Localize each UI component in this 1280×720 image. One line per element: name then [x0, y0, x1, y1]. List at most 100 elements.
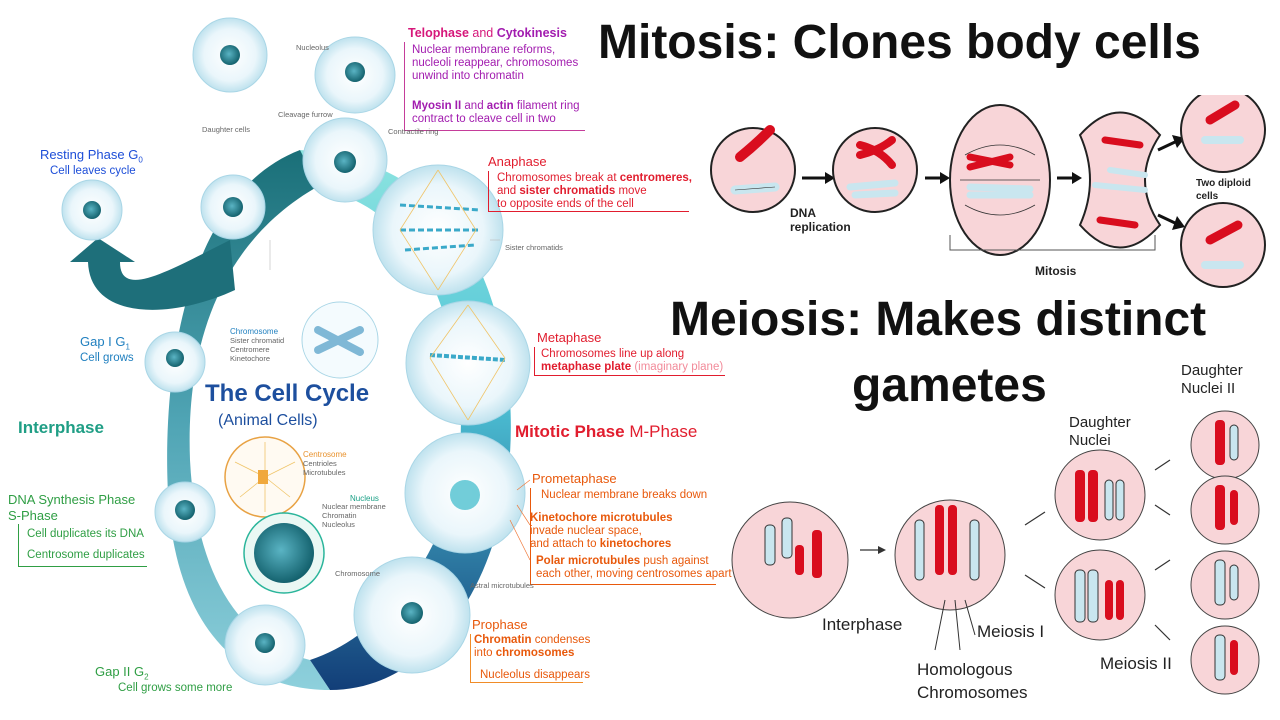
- cell-g1: [144, 331, 206, 393]
- meiosis-daughter-2: [1054, 549, 1146, 641]
- telophase-line-1: Nuclear membrane reforms,: [412, 44, 556, 56]
- label-daughter-cells: Daughter cells: [202, 125, 250, 134]
- meiosis-interphase-label: Interphase: [822, 615, 903, 634]
- anaphase-l2b: sister chromatids: [519, 185, 616, 198]
- dna-label: DNA: [790, 206, 816, 220]
- resting-sym: G: [128, 147, 139, 162]
- synthesis-l1: Cell duplicates its DNA: [27, 528, 144, 540]
- gap1-sym: G: [115, 334, 126, 349]
- cell-prometaphase: [404, 432, 526, 554]
- kinetochore-mt: Kinetochore microtubules: [530, 512, 673, 524]
- meiosis-ii-label: Meiosis II: [1100, 654, 1172, 673]
- chromosome-inset: [301, 301, 379, 379]
- metaphase-l1: Chromosomes line up along: [541, 348, 685, 360]
- synthesis-sym: S-Phase: [8, 508, 58, 523]
- filament-label: filament ring: [516, 100, 580, 112]
- cell-telophase-2: [302, 117, 388, 203]
- anaphase-l3: to opposite ends of the cell: [497, 198, 634, 211]
- anaphase-l2a: and: [497, 185, 517, 198]
- inset-nucleus-title: Nucleus: [350, 494, 379, 503]
- mitosis-daughter-1: [1180, 95, 1266, 173]
- anaphase-l1b: centromeres,: [619, 172, 692, 184]
- cell-cycle-title: The Cell Cycle: [205, 380, 370, 407]
- prometaphase-title: Prometaphase: [532, 471, 617, 486]
- resting-desc: Cell leaves cycle: [50, 165, 136, 177]
- label-cleavage: Cleavage furrow: [278, 110, 333, 119]
- label-astral: Astral microtubules: [470, 581, 534, 590]
- kinetochore-l3b: kinetochores: [599, 538, 672, 551]
- mitosis-label: Mitosis: [1035, 264, 1077, 278]
- interphase-label: Interphase: [18, 418, 104, 437]
- meiosis-gamete-2: [1190, 475, 1260, 545]
- replication-label: replication: [790, 220, 851, 234]
- inset-centromere: Centromere: [230, 345, 270, 354]
- gap2-title: Gap II: [95, 664, 131, 679]
- label-nucleolus: Nucleolus: [296, 43, 329, 52]
- synthesis-title: DNA Synthesis Phase: [8, 492, 136, 507]
- meiosis-diagram: [731, 410, 1260, 695]
- centrosome-inset: [224, 436, 306, 518]
- prophase-title: Prophase: [472, 617, 528, 632]
- nucleus-inset: [243, 512, 325, 594]
- gap2-sub: 2: [144, 672, 149, 682]
- chromosomes-label: chromosomes: [495, 647, 575, 660]
- cell-cycle-art: [61, 17, 531, 690]
- condenses-label: condenses: [534, 634, 591, 646]
- daughter-nuclei-ii-label-1: Daughter: [1181, 362, 1243, 379]
- homologous-label: Homologous: [917, 660, 1013, 679]
- mitosis-cell-1: [710, 125, 796, 213]
- resting-title: Resting Phase: [40, 147, 125, 162]
- cell-metaphase: [405, 300, 531, 426]
- polar-l1b: push against: [643, 555, 709, 567]
- mitosis-cell-2: [832, 127, 918, 213]
- meiosis-gamete-1: [1190, 410, 1260, 480]
- meiosis-homologous-cell: [894, 499, 1006, 611]
- label-chromosome: Chromosome: [335, 569, 381, 578]
- gap1-desc: Cell grows: [80, 352, 134, 364]
- two-diploid-label: Two diploid: [1196, 178, 1251, 189]
- arrow-down: [1157, 213, 1176, 225]
- inset-sister: Sister chromatid: [230, 336, 285, 345]
- inset-centrosome-title: Centrosome: [303, 450, 347, 459]
- metaphase-l2a: metaphase plate: [541, 361, 632, 374]
- contract-label: contract to cleave cell in two: [412, 113, 556, 126]
- gap2-sym: G: [134, 664, 145, 679]
- g0-exit-arrow: [70, 238, 235, 310]
- daughter-nuclei-label-2: Nuclei: [1069, 432, 1111, 449]
- mitosis-diagram: [710, 95, 1266, 288]
- kinetochore-l3a: and attach to: [530, 538, 597, 551]
- mitosis-cell-3: [949, 104, 1051, 256]
- mitosis-daughter-2: [1180, 202, 1266, 288]
- meiosis-heading-2: gametes: [852, 359, 1047, 412]
- inset-microtubules: Microtubules: [303, 468, 346, 477]
- cell-cycle-subtitle: (Animal Cells): [218, 412, 318, 429]
- telophase-line-2: nucleoli reappear, chromosomes: [412, 57, 579, 70]
- cell-g2: [224, 604, 306, 686]
- anaphase-title: Anaphase: [488, 154, 547, 169]
- myosin-and: and: [464, 100, 484, 112]
- cell-daughter-top: [192, 17, 268, 93]
- cell-s-phase: [154, 481, 216, 543]
- mitosis-heading: Mitosis: Clones body cells: [598, 16, 1201, 69]
- polar-mt: Polar microtubules: [536, 555, 641, 567]
- telophase-title: Telophase: [408, 26, 469, 40]
- cell-g0: [61, 179, 123, 241]
- into-label: into: [474, 647, 493, 660]
- myosin-label: Myosin II: [412, 100, 462, 112]
- inset-chromosome-title: Chromosome: [230, 327, 279, 336]
- gap1-title: Gap I: [80, 334, 112, 349]
- meiosis-heading-1: Meiosis: Makes distinct: [670, 293, 1207, 346]
- telophase-line-3: unwind into chromatin: [412, 70, 524, 83]
- mitosis-cell-4: [1078, 111, 1162, 249]
- cell-telophase: [314, 36, 396, 114]
- polar-l2: each other, moving centrosomes apart: [536, 568, 732, 581]
- chromatin-label: Chromatin: [474, 634, 532, 646]
- meiosis-interphase-cell: [731, 501, 849, 619]
- mitotic-phase-suffix: M-Phase: [629, 422, 698, 441]
- kinetochore-l2: invade nuclear space,: [530, 525, 642, 538]
- anaphase-l2c: move: [618, 185, 647, 198]
- mitotic-phase-title: Mitotic Phase: [515, 422, 625, 441]
- daughter-nuclei-label-1: Daughter: [1069, 414, 1131, 431]
- inset-membrane: Nuclear membrane: [322, 502, 386, 511]
- cell-g1-top: [200, 174, 266, 240]
